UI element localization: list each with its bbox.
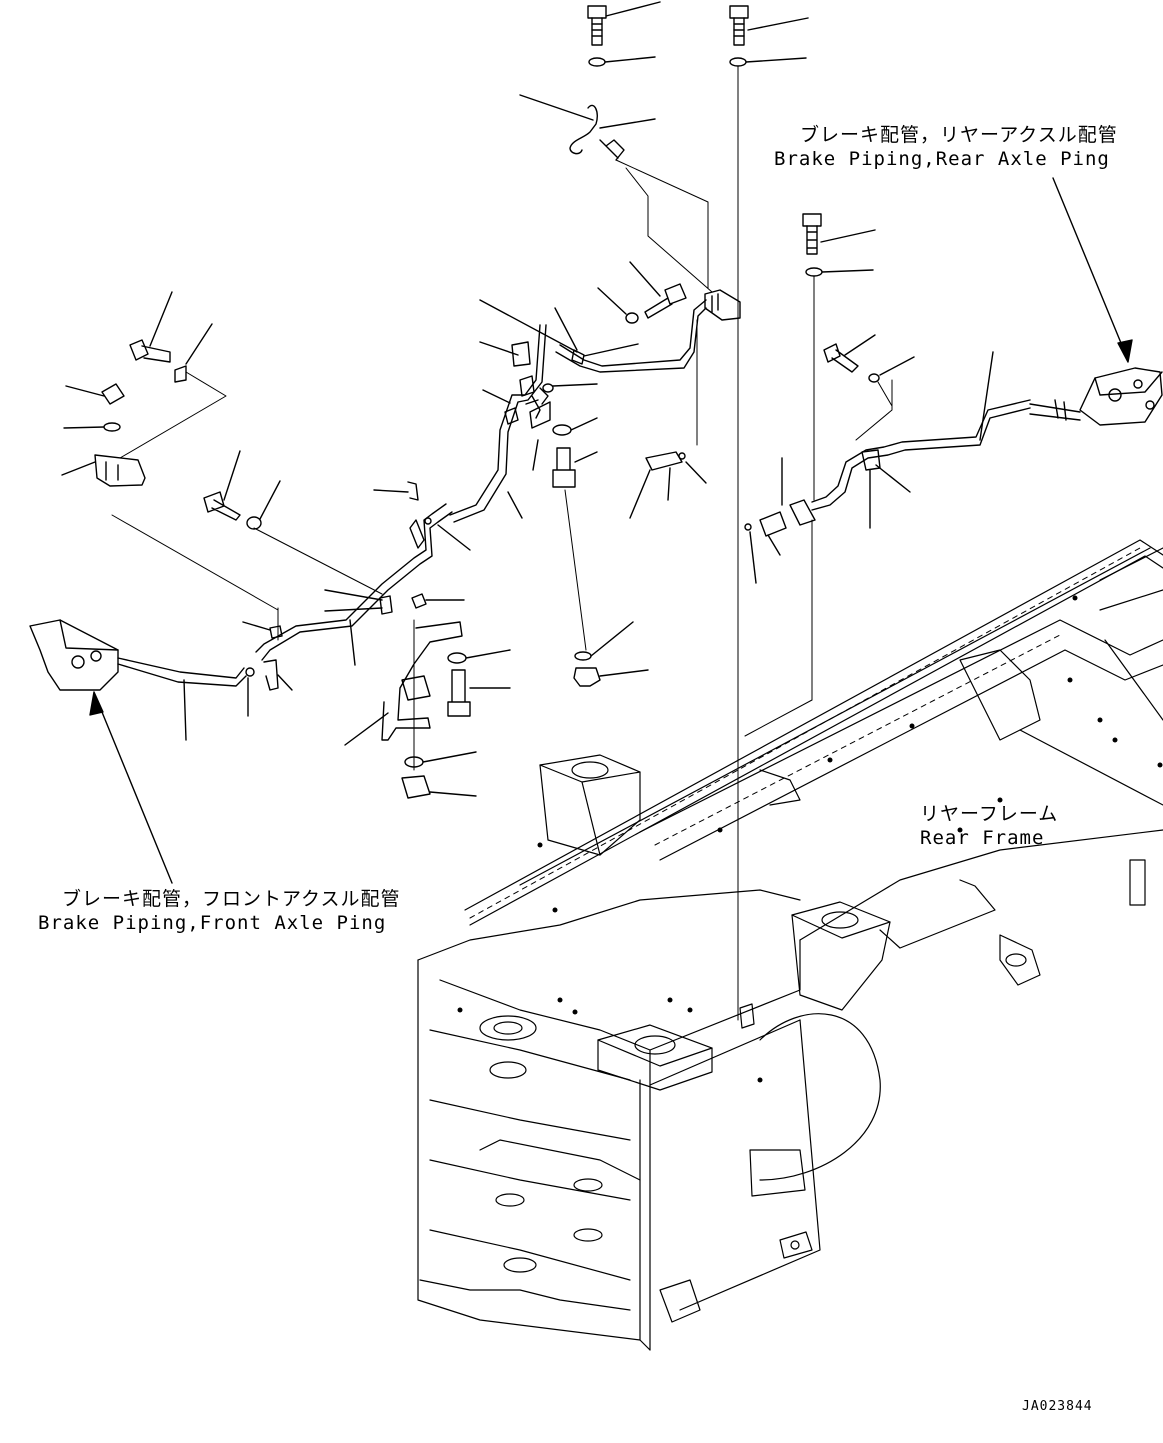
- top-washers: [588, 56, 807, 1021]
- rear-axle-arrow-head: [1117, 339, 1133, 363]
- front-axle-label-jp: ブレーキ配管，フロントアクスル配管: [62, 888, 401, 910]
- front-brake-pipe: [111, 481, 471, 691]
- left-bracket-set: [61, 291, 383, 595]
- front-axle-arrow-head: [89, 691, 104, 716]
- rear-frame: [417, 539, 1163, 1351]
- front-axle-arrow-line: [94, 694, 173, 884]
- rear-frame-label-jp: リヤーフレーム: [920, 803, 1059, 825]
- top-bolt-right: [729, 5, 809, 46]
- front-axle-label-en: Brake Piping,Front Axle Ping: [38, 912, 387, 934]
- top-bolt-left: [587, 1, 661, 46]
- mounting-bracket: [344, 619, 511, 799]
- rear-axle-arrow-line: [1052, 177, 1129, 361]
- rear-bolt-set: [802, 213, 915, 501]
- rear-axle-label-en: Brake Piping,Rear Axle Ping: [774, 148, 1110, 170]
- frame-dashes: [417, 547, 1141, 1281]
- drawing-code: JA023844: [1022, 1399, 1093, 1414]
- rear-axle-valve: [1029, 367, 1163, 426]
- center-clamp-set: [479, 261, 741, 446]
- rear-frame-label-en: Rear Frame: [920, 827, 1045, 849]
- rear-axle-label-jp: ブレーキ配管，リヤーアクスル配管: [800, 124, 1118, 146]
- rear-brake-pipe: [744, 351, 1031, 737]
- pipe-clip-top: [519, 94, 713, 293]
- center-hose: [449, 324, 707, 687]
- front-axle-valve: [29, 619, 255, 741]
- frame-bolt-holes: [457, 595, 1163, 1083]
